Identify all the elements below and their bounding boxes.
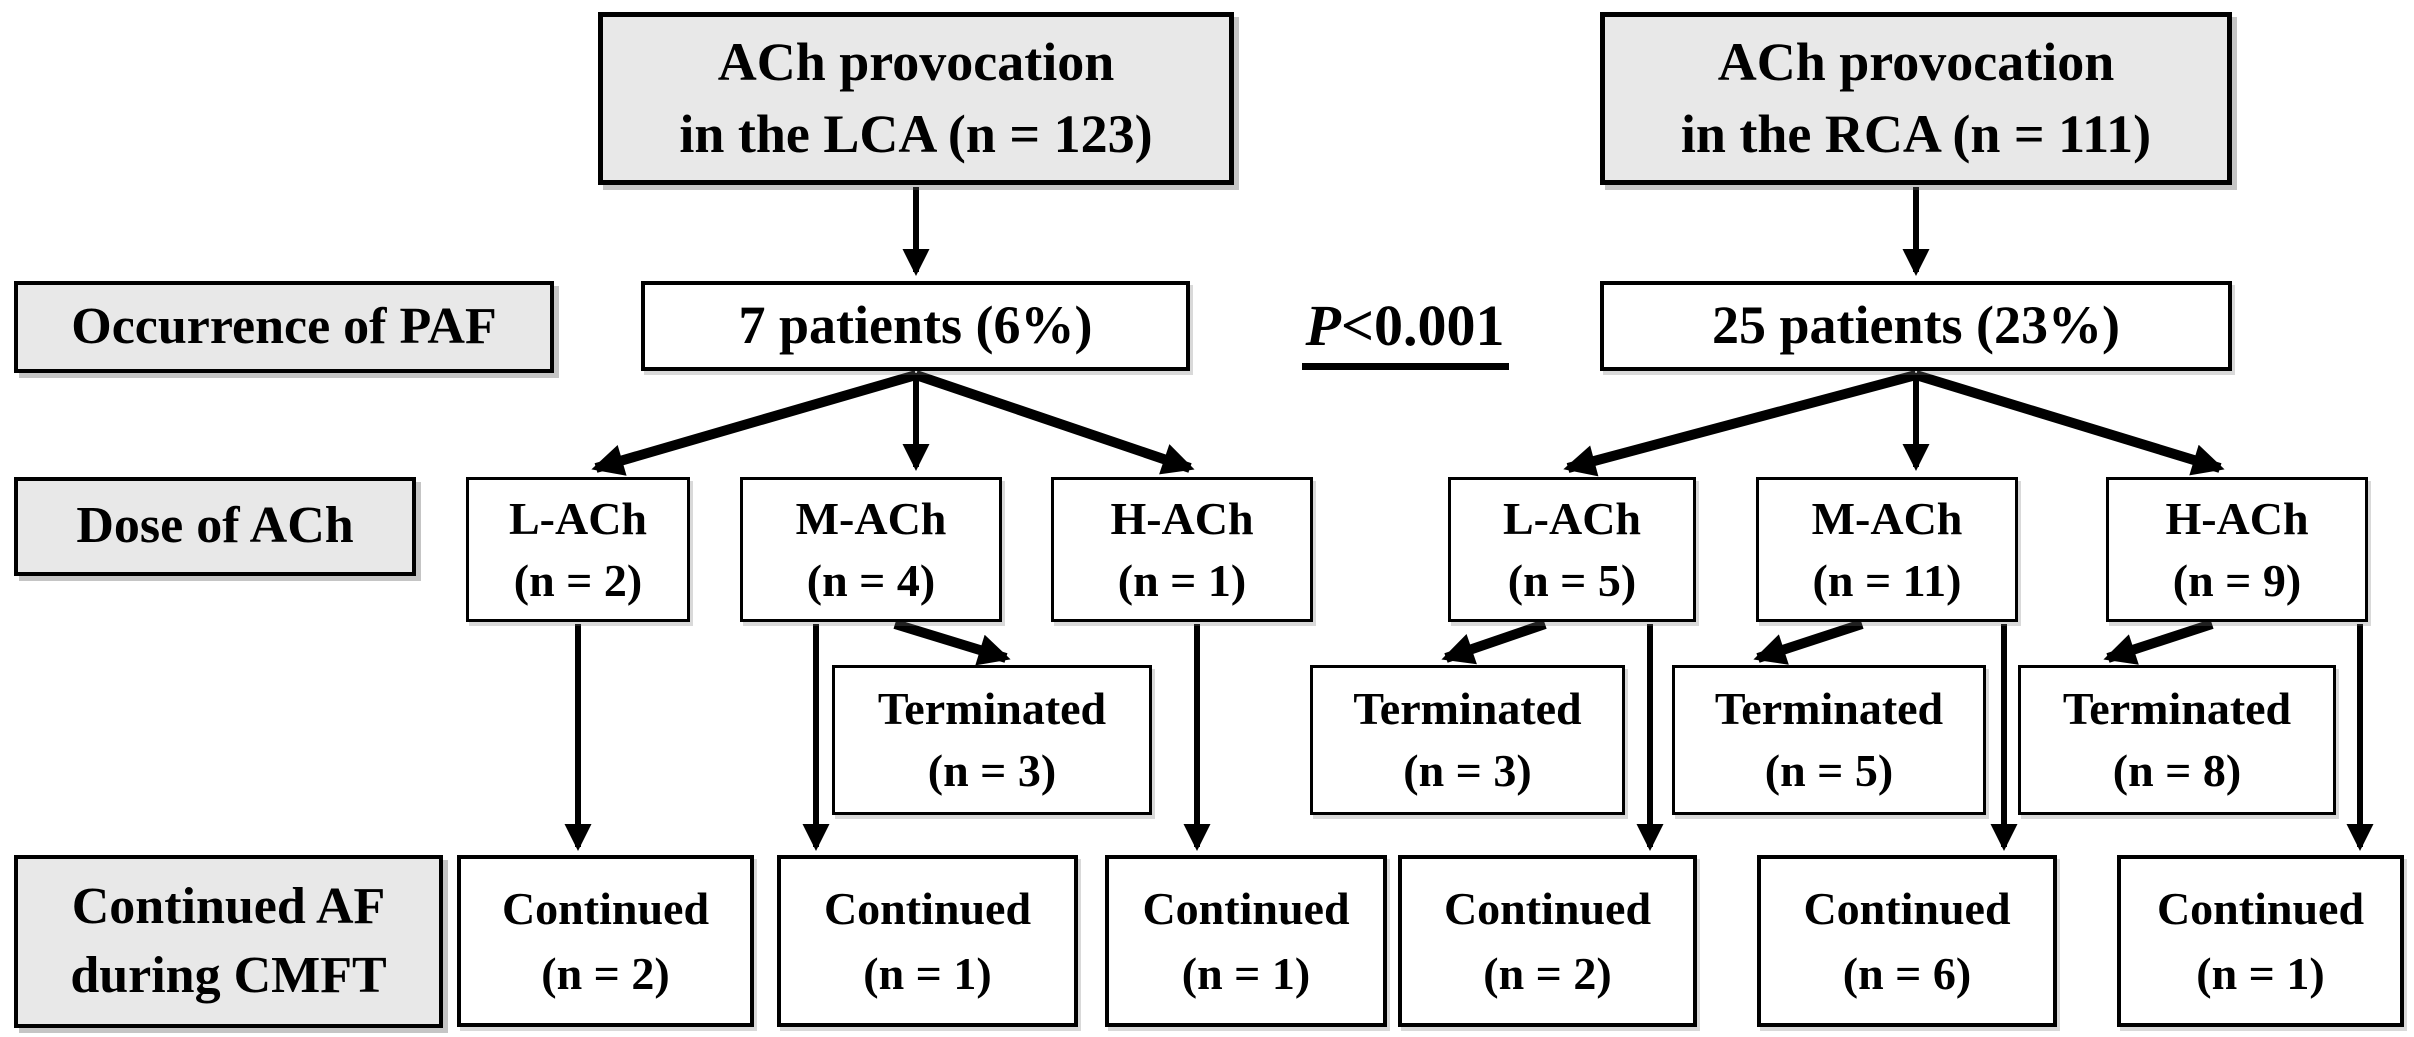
rca-continued-hach-label: Continued — [2156, 882, 2365, 934]
rca-dose-mach-name: M-ACh — [1811, 492, 1963, 544]
rca-continued-mach-box: Continued (n = 6) — [1757, 855, 2057, 1027]
rca-dose-mach-n: (n = 11) — [1812, 554, 1962, 606]
rca-continued-hach-box: Continued (n = 1) — [2117, 855, 2404, 1027]
lca-dose-lach-name: L-ACh — [508, 492, 648, 544]
rca-dose-lach-n: (n = 5) — [1507, 554, 1637, 606]
lca-continued-hach-label: Continued — [1142, 882, 1350, 934]
rca-dose-lach-name: L-ACh — [1502, 492, 1642, 544]
lca-dose-mach-box: M-ACh (n = 4) — [740, 477, 1002, 622]
arrow-lca-paf-to-lach — [591, 370, 918, 476]
lca-paf-count-box: 7 patients (6%) — [641, 281, 1190, 371]
lca-provocation-line1: ACh provocation — [717, 32, 1115, 93]
rca-continued-lach-label: Continued — [1443, 882, 1652, 934]
rca-provocation-line1: ACh provocation — [1717, 32, 2115, 93]
lca-dose-hach-n: (n = 1) — [1117, 554, 1247, 606]
lca-terminated-mach-box: Terminated (n = 3) — [832, 665, 1152, 815]
rca-dose-hach-name: H-ACh — [2165, 492, 2309, 544]
arrow-lca-paf-to-hach — [914, 370, 1195, 475]
lca-paf-count-text: 7 patients (6%) — [738, 295, 1093, 356]
lca-terminated-mach-n: (n = 3) — [927, 745, 1057, 796]
rca-terminated-hach-box: Terminated (n = 8) — [2018, 665, 2336, 815]
lca-dose-lach-box: L-ACh (n = 2) — [466, 477, 690, 622]
p-value-number: <0.001 — [1340, 293, 1505, 358]
rca-dose-mach-box: M-ACh (n = 11) — [1756, 477, 2018, 622]
rca-terminated-lach-box: Terminated (n = 3) — [1310, 665, 1625, 815]
rca-provocation-line2: in the RCA (n = 111) — [1680, 103, 2152, 164]
rca-dose-hach-n: (n = 9) — [2172, 554, 2302, 606]
rca-continued-lach-n: (n = 2) — [1483, 948, 1612, 999]
lca-provocation-line2: in the LCA (n = 123) — [679, 103, 1153, 164]
arrow-rca-lach-to-terminated — [1441, 619, 1547, 665]
rca-terminated-mach-label: Terminated — [1714, 683, 1944, 735]
lca-continued-lach-label: Continued — [501, 882, 710, 934]
rca-continued-mach-n: (n = 6) — [1842, 948, 1972, 999]
row-label-occurrence-of-paf-text: Occurrence of PAF — [71, 297, 497, 355]
lca-dose-hach-box: H-ACh (n = 1) — [1051, 477, 1313, 622]
row-label-cmft-line2: during CMFT — [70, 946, 387, 1004]
rca-continued-hach-n: (n = 1) — [2196, 948, 2325, 999]
lca-continued-mach-n: (n = 1) — [863, 948, 992, 999]
arrow-rca-hach-to-terminated — [2103, 619, 2214, 665]
arrow-rca-paf-to-lach — [1563, 370, 1918, 477]
lca-dose-hach-name: H-ACh — [1110, 492, 1254, 544]
lca-dose-lach-n: (n = 2) — [513, 554, 643, 606]
rca-terminated-hach-n: (n = 8) — [2112, 745, 2242, 796]
p-value-text: P<0.001 — [1301, 292, 1509, 370]
rca-terminated-lach-n: (n = 3) — [1403, 745, 1532, 796]
lca-dose-mach-name: M-ACh — [795, 492, 947, 544]
lca-continued-hach-n: (n = 1) — [1181, 948, 1311, 999]
lca-continued-lach-box: Continued (n = 2) — [457, 855, 754, 1027]
row-label-dose-of-ach: Dose of ACh — [14, 477, 416, 576]
rca-terminated-mach-box: Terminated (n = 5) — [1672, 665, 1986, 815]
arrow-rca-mach-to-terminated — [1753, 619, 1864, 665]
row-label-occurrence-of-paf: Occurrence of PAF — [14, 281, 554, 373]
row-label-dose-of-ach-text: Dose of ACh — [76, 497, 354, 555]
rca-terminated-mach-n: (n = 5) — [1764, 745, 1894, 796]
arrow-lca-mach-to-terminated — [893, 619, 1011, 666]
row-label-continued-af-during-cmft: Continued AF during CMFT — [14, 855, 443, 1028]
lca-continued-lach-n: (n = 2) — [541, 948, 670, 999]
lca-continued-mach-box: Continued (n = 1) — [777, 855, 1078, 1027]
lca-continued-hach-box: Continued (n = 1) — [1105, 855, 1387, 1027]
rca-terminated-lach-label: Terminated — [1353, 683, 1582, 735]
row-label-cmft-line1: Continued AF — [71, 877, 386, 935]
rca-dose-hach-box: H-ACh (n = 9) — [2106, 477, 2368, 622]
rca-dose-lach-box: L-ACh (n = 5) — [1448, 477, 1696, 622]
lca-provocation-box: ACh provocation in the LCA (n = 123) — [598, 12, 1234, 185]
rca-paf-count-text: 25 patients (23%) — [1712, 295, 2120, 356]
rca-paf-count-box: 25 patients (23%) — [1600, 281, 2232, 371]
arrow-rca-paf-to-hach — [1914, 370, 2225, 476]
rca-continued-mach-label: Continued — [1803, 882, 2011, 934]
rca-provocation-box: ACh provocation in the RCA (n = 111) — [1600, 12, 2232, 185]
lca-continued-mach-label: Continued — [823, 882, 1032, 934]
rca-continued-lach-box: Continued (n = 2) — [1398, 855, 1697, 1027]
p-value: P<0.001 — [1280, 292, 1530, 370]
rca-terminated-hach-label: Terminated — [2062, 683, 2292, 735]
p-value-symbol: P — [1305, 293, 1341, 358]
lca-dose-mach-n: (n = 4) — [806, 554, 936, 606]
lca-terminated-mach-label: Terminated — [877, 683, 1107, 735]
